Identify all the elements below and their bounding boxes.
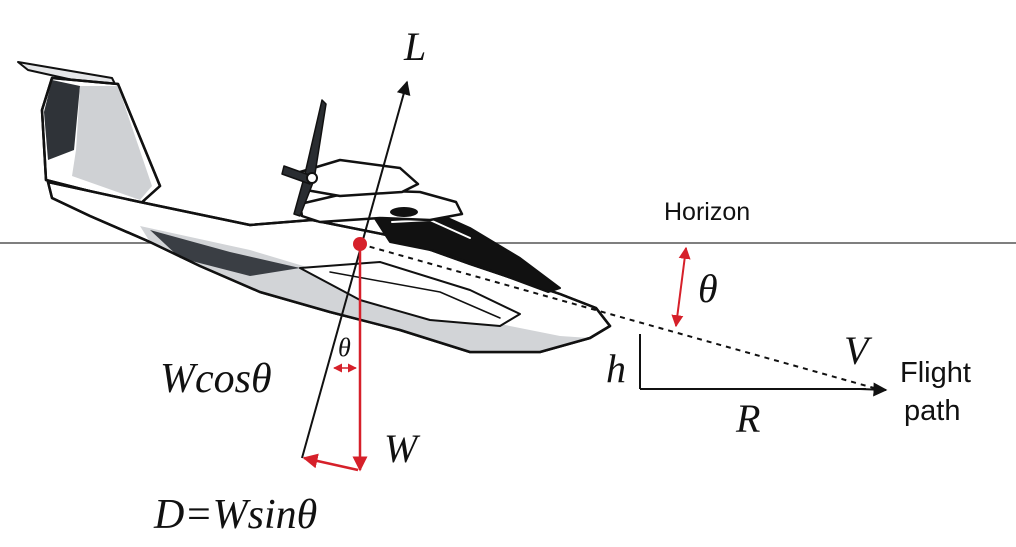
weight-label: W [384, 426, 421, 471]
flight-path-label-line1: Flight [900, 357, 971, 389]
lift-label: L [403, 24, 426, 69]
seaplane-illustration [17, 61, 612, 354]
tail-shading-light [72, 86, 152, 200]
horizon-label: Horizon [664, 198, 750, 226]
wing [298, 188, 464, 224]
range-label: R [735, 396, 760, 441]
hull-dark-stripe [150, 230, 300, 276]
air-intake [390, 207, 418, 217]
glide-angle-label: θ [698, 266, 718, 311]
center-of-gravity-dot [353, 237, 367, 251]
glide-angle-indicator [671, 246, 691, 328]
canopy [371, 209, 561, 293]
velocity-label: V [844, 328, 873, 373]
flight-path-dashed-line [359, 243, 875, 389]
wcos-label: Wcosθ [160, 356, 272, 402]
lift-vector [301, 80, 411, 459]
sponson [299, 261, 521, 327]
engine-nacelle [298, 158, 420, 198]
flight-path-label-line2: path [904, 395, 960, 427]
small-theta-label: θ [338, 333, 351, 362]
height-label: h [606, 346, 626, 391]
drag-component-vector [302, 453, 359, 472]
drag-equation-label: D=Wsinθ [153, 492, 317, 538]
tail-shading [44, 80, 80, 160]
